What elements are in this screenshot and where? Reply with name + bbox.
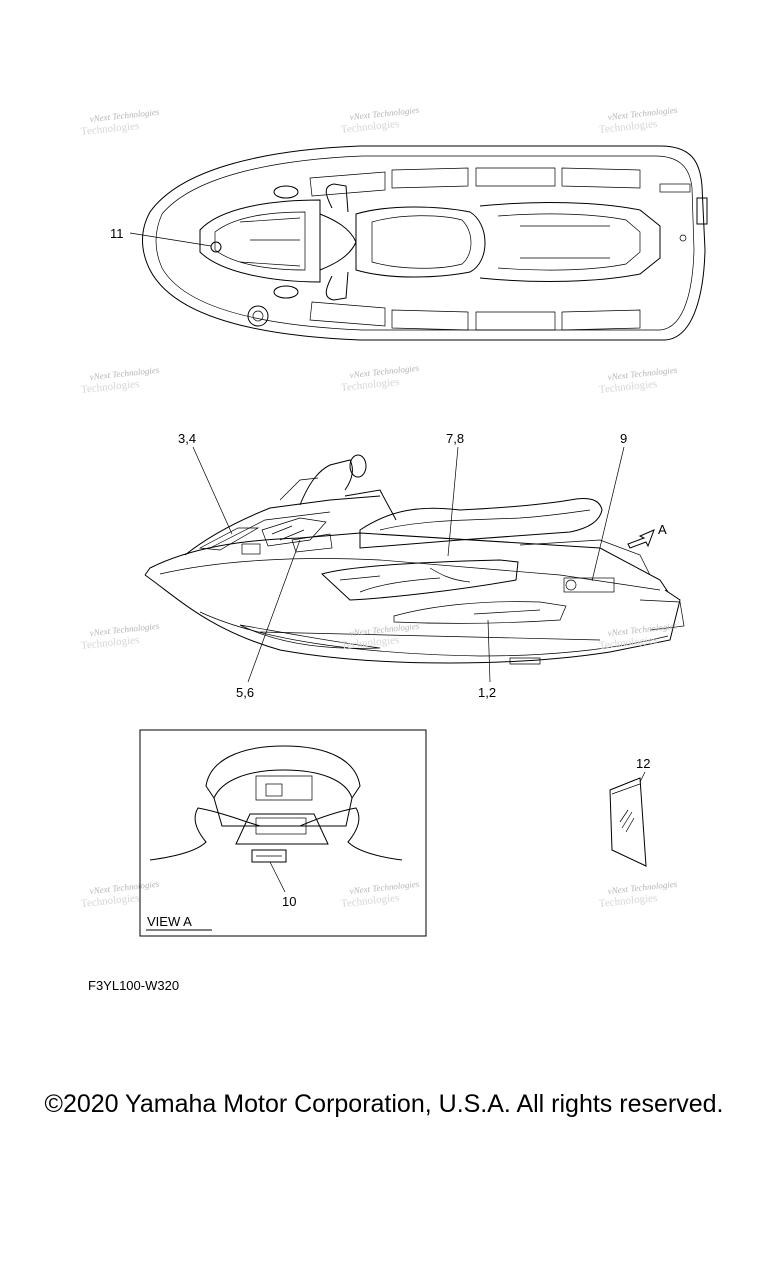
- part-code: F3YL100-W320: [88, 978, 180, 993]
- item-12-sticker-sheet: [609, 771, 647, 867]
- callout-3-4: 3,4: [178, 431, 196, 446]
- top-view-watercraft: [129, 145, 708, 341]
- copyright-notice: ©2020 Yamaha Motor Corporation, U.S.A. A…: [44, 1090, 724, 1118]
- callout-5-6: 5,6: [236, 685, 254, 700]
- callout-view-a-arrow: A: [658, 522, 667, 537]
- callout-9: 9: [620, 431, 627, 446]
- view-a-panel: [139, 729, 427, 937]
- watermarks: vNext Technologies Technologies vNext Te…: [80, 105, 678, 910]
- side-view-watercraft: [144, 446, 685, 683]
- callout-7-8: 7,8: [446, 431, 464, 446]
- callout-1-2: 1,2: [478, 685, 496, 700]
- callout-10: 10: [282, 894, 296, 909]
- callout-12: 12: [636, 756, 650, 771]
- callout-11: 11: [110, 226, 124, 241]
- view-a-label: VIEW A: [147, 914, 192, 929]
